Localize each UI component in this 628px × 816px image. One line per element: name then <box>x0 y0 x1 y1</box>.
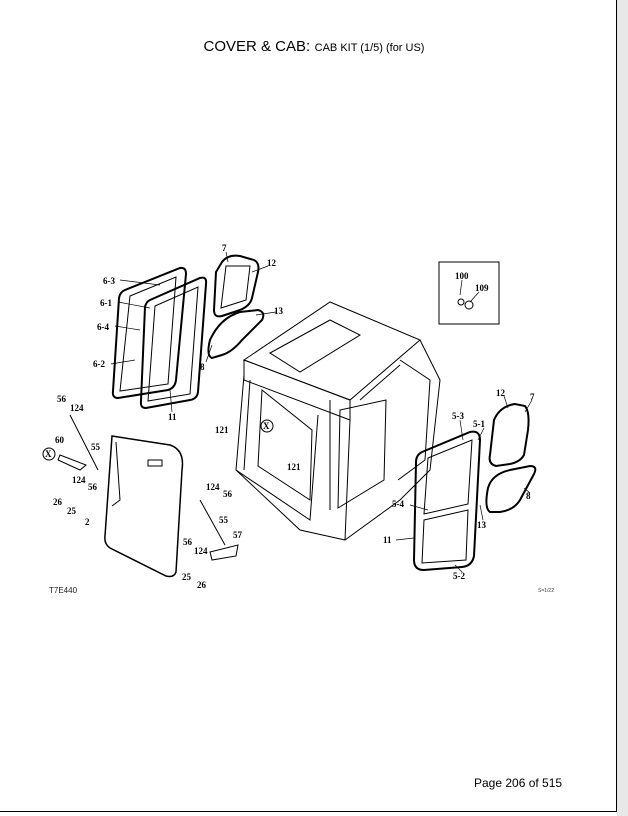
callout: 7 <box>222 243 227 253</box>
inset-box <box>438 261 500 325</box>
callout: 5-1 <box>473 419 485 429</box>
callout: 26 <box>197 580 207 590</box>
callout: 12 <box>496 388 506 398</box>
page-number: Page 206 of 515 <box>474 776 563 790</box>
glass-right-8 <box>485 464 537 513</box>
callout: 6-3 <box>103 276 115 286</box>
stay-55 <box>69 414 226 546</box>
callout: 56 <box>88 482 98 492</box>
callout: 5-3 <box>452 411 464 421</box>
callout: 56 <box>223 489 233 499</box>
glass-lower-8 <box>207 308 265 360</box>
callout: 5-2 <box>453 571 465 581</box>
callout: 7 <box>530 392 535 402</box>
bracket-60 <box>57 454 87 471</box>
scale-note: S=1/22 <box>538 588 554 594</box>
callout: 8 <box>200 362 205 372</box>
callout: 56 <box>57 394 67 404</box>
callout: 124 <box>70 403 84 413</box>
callout: 13 <box>274 306 284 316</box>
title-main: COVER & CAB: <box>203 38 311 55</box>
callout: 121 <box>215 425 229 435</box>
glass-frame-11 <box>139 276 208 410</box>
callout: 56 <box>183 537 193 547</box>
callout: 25 <box>182 572 192 582</box>
title-sub: CAB KIT (1/5) (for US) <box>314 42 425 54</box>
callout: 5-4 <box>392 499 404 509</box>
callout: 57 <box>233 530 243 540</box>
glass-right-7 <box>488 402 530 468</box>
x-marker <box>42 447 56 461</box>
callout: 55 <box>91 442 101 452</box>
cab-frame <box>235 301 441 541</box>
callout: 6-4 <box>97 322 109 332</box>
callout: 11 <box>383 535 392 545</box>
part-109 <box>464 300 474 310</box>
callout: 8 <box>526 491 531 501</box>
callout: X <box>263 421 270 431</box>
page-edge <box>617 0 628 816</box>
callout: 124 <box>194 546 208 556</box>
callout: 124 <box>206 482 220 492</box>
page-title: COVER & CAB: CAB KIT (1/5) (for US) <box>0 38 628 56</box>
glass-frame-6 <box>111 266 188 400</box>
callout: X <box>45 449 52 459</box>
callout: 55 <box>219 515 229 525</box>
callout: 109 <box>475 283 489 293</box>
figure-code: T7E440 <box>49 586 78 595</box>
bracket-57 <box>209 544 239 561</box>
leader-lines <box>110 251 533 573</box>
callout: 6-2 <box>93 359 105 369</box>
callout: 12 <box>267 258 277 268</box>
callout: 6-1 <box>100 298 112 308</box>
callout: 124 <box>72 475 86 485</box>
document-page <box>0 0 617 812</box>
callout: 2 <box>85 517 90 527</box>
door-2 <box>104 435 184 578</box>
part-100 <box>457 298 465 306</box>
callout: 60 <box>55 435 65 445</box>
glass-upper-7 <box>212 254 260 318</box>
callout-labels: 6-3 6-1 6-4 6-2 11 7 12 13 8 100 109 56 … <box>45 243 535 590</box>
callout: 121 <box>287 462 301 472</box>
door-frame-5 <box>412 430 482 572</box>
callout: 100 <box>455 271 469 281</box>
callout: 26 <box>53 497 63 507</box>
callout: 25 <box>67 506 77 516</box>
callout: 11 <box>168 412 177 422</box>
x-marker <box>260 419 274 433</box>
callout: 13 <box>477 520 487 530</box>
